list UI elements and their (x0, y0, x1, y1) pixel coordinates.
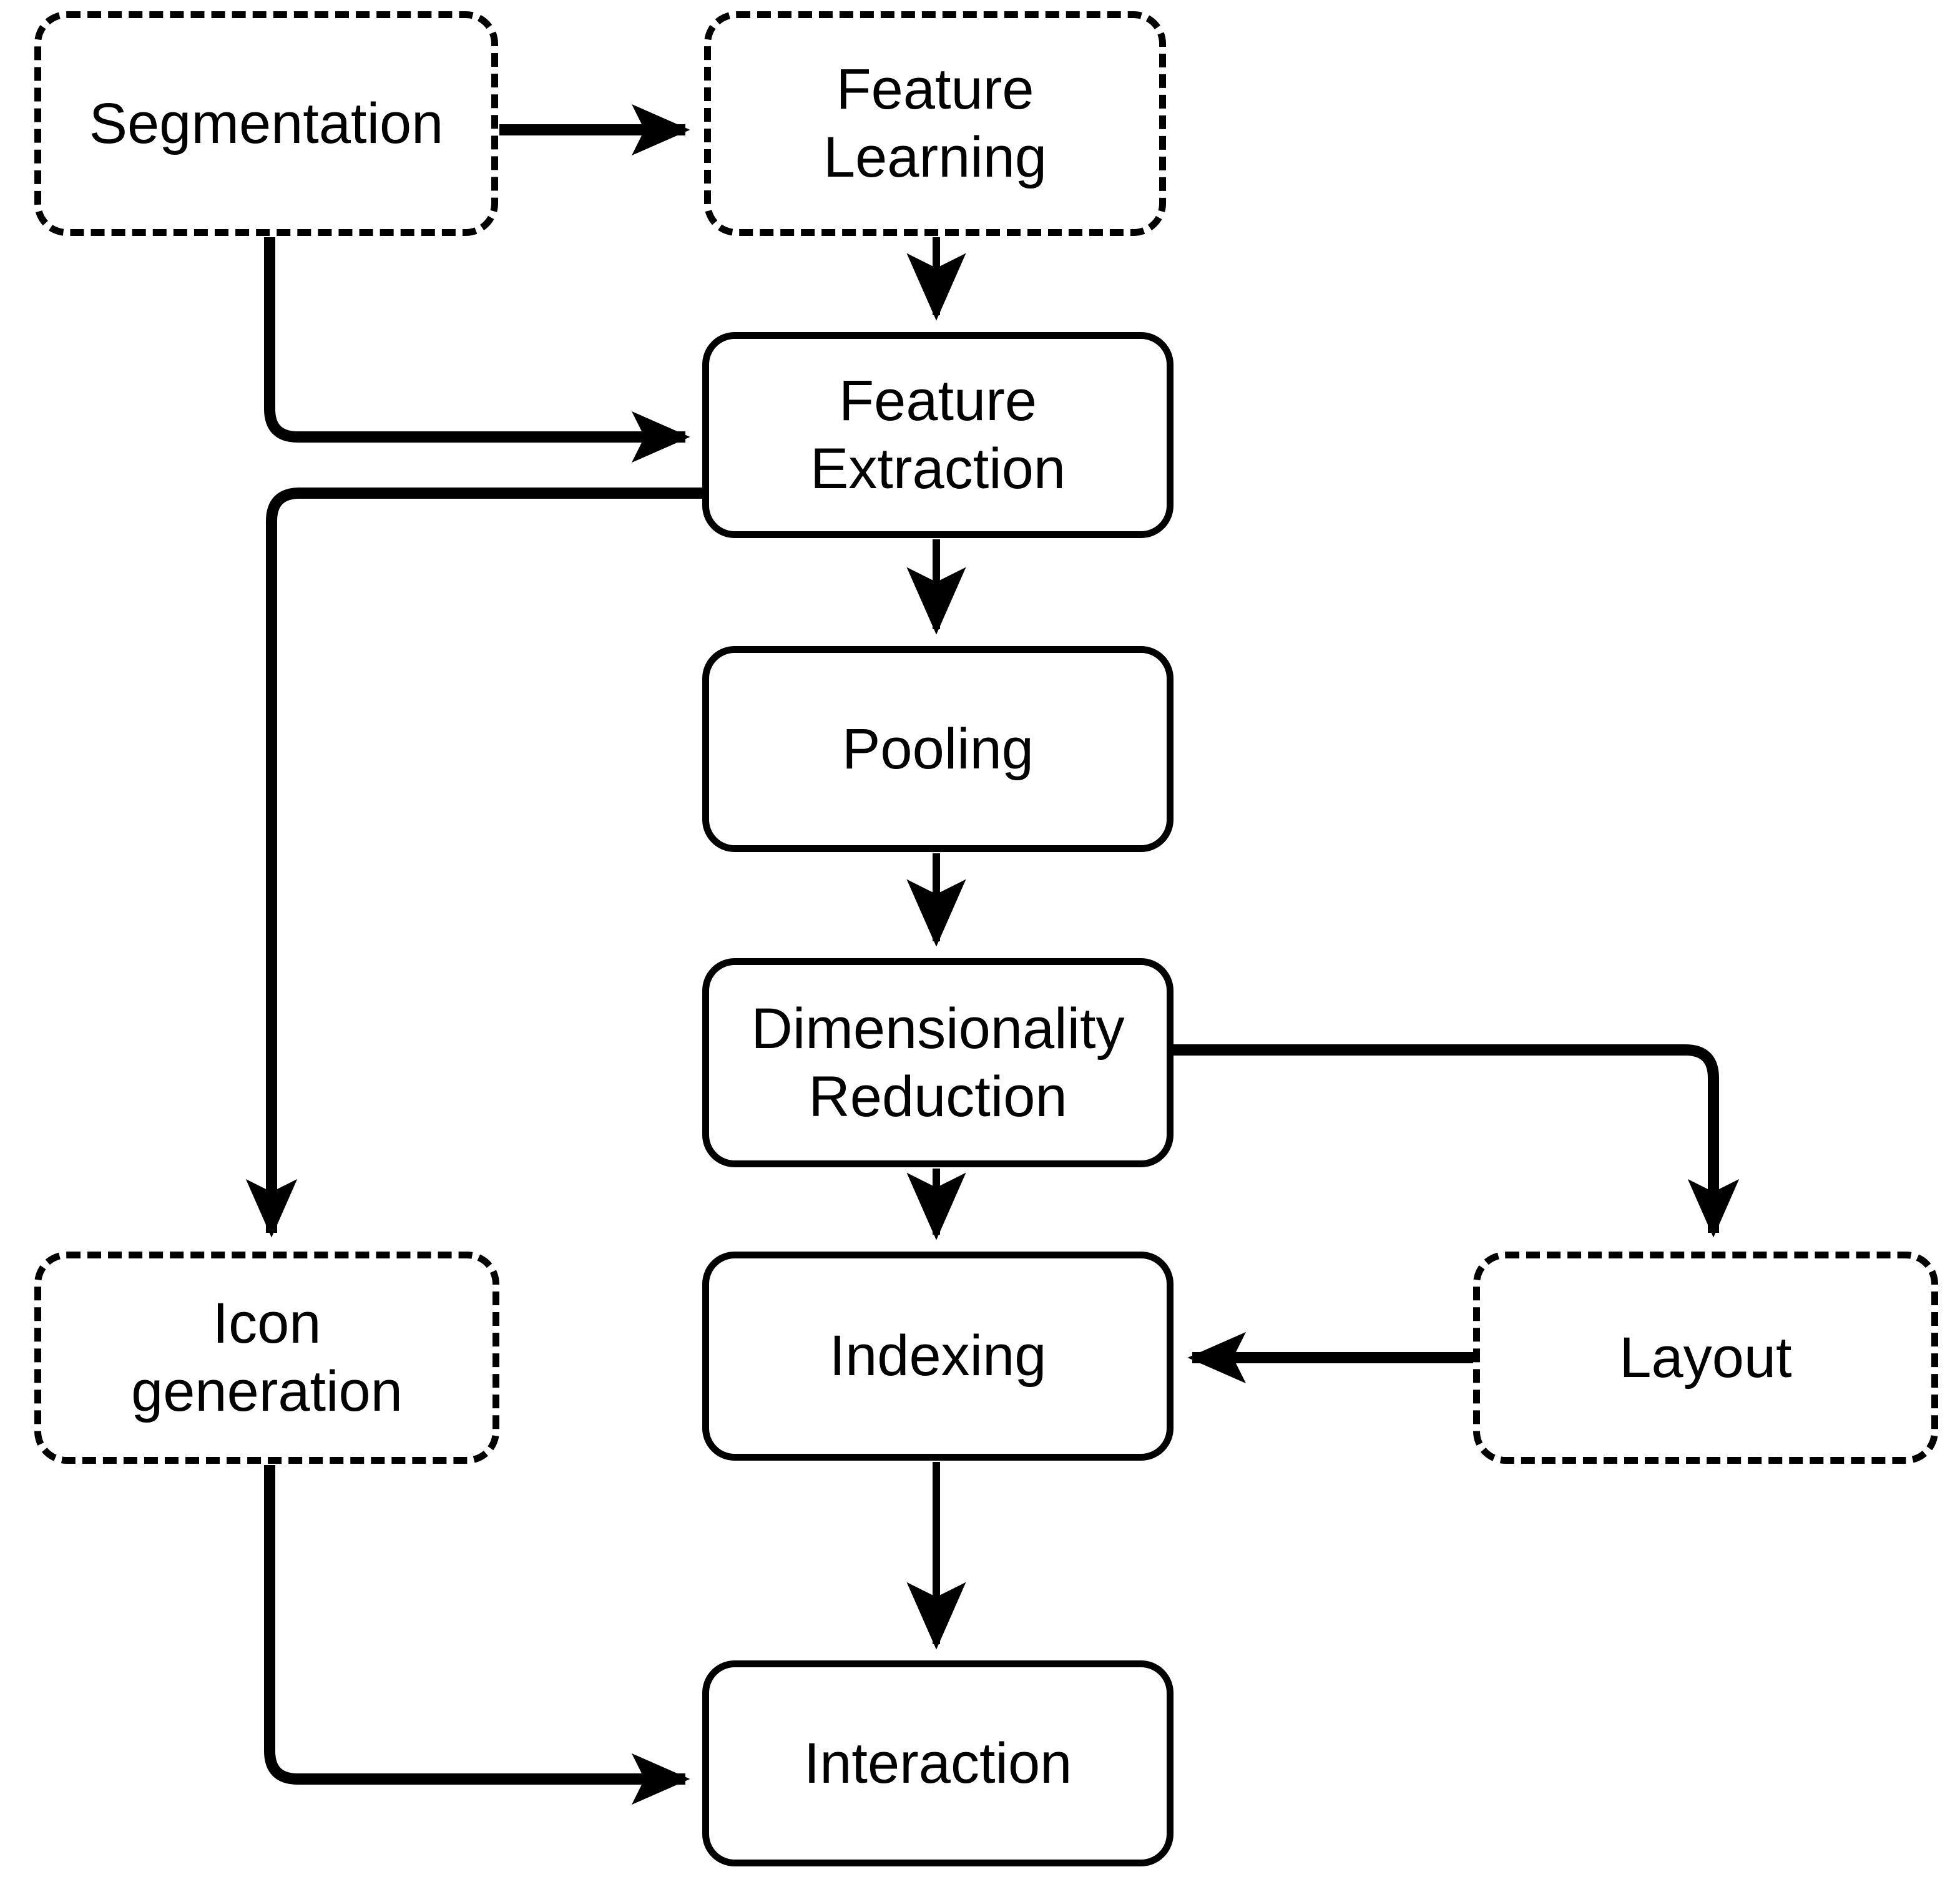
node-icon-generation-label: Icon generation (131, 1292, 403, 1423)
node-segmentation-label: Segmentation (89, 91, 444, 155)
node-segmentation[interactable]: Segmentation (34, 11, 498, 236)
node-dimensionality-reduction[interactable]: Dimensionality Reduction (702, 958, 1174, 1167)
edge-icon-generation-to-interaction (264, 1465, 690, 1805)
node-icon-generation[interactable]: Icon generation (34, 1252, 499, 1464)
edge-dimensionality-reduction-to-layout (1174, 1044, 1740, 1238)
node-layout[interactable]: Layout (1473, 1252, 1938, 1464)
node-indexing[interactable]: Indexing (702, 1252, 1174, 1461)
node-dimensionality-reduction-label: Dimensionality Reduction (751, 996, 1125, 1129)
node-pooling-label: Pooling (842, 717, 1034, 781)
node-layout-label: Layout (1619, 1325, 1792, 1390)
node-interaction[interactable]: Interaction (702, 1660, 1174, 1866)
node-feature-learning-label: Feature Learning (823, 57, 1047, 189)
edge-feature-extraction-to-icon-generation (245, 488, 702, 1238)
node-indexing-label: Indexing (829, 1324, 1047, 1388)
node-pooling[interactable]: Pooling (702, 646, 1174, 852)
node-feature-extraction[interactable]: Feature Extraction (702, 332, 1174, 538)
node-interaction-label: Interaction (803, 1731, 1072, 1795)
node-feature-learning[interactable]: Feature Learning (704, 11, 1166, 236)
node-feature-extraction-label: Feature Extraction (810, 369, 1066, 501)
edge-segmentation-to-feature-extraction (264, 237, 690, 463)
